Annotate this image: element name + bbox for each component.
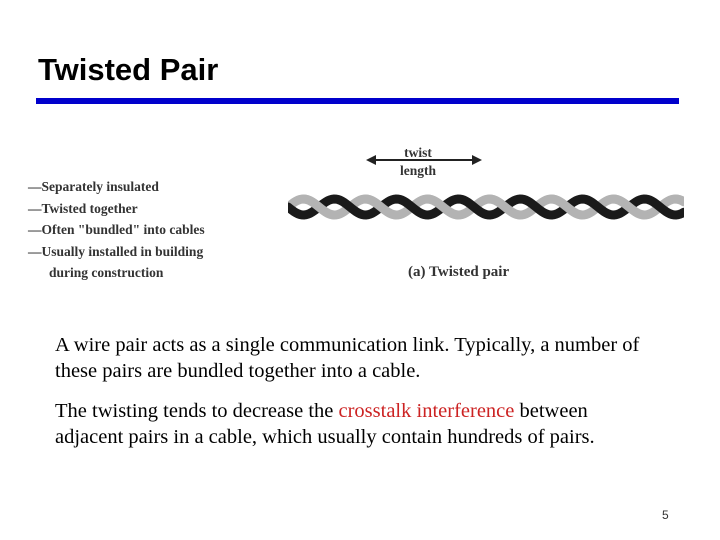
page-number: 5: [662, 508, 669, 522]
slide-title: Twisted Pair: [38, 52, 219, 87]
grey-wire-strand-front: [299, 194, 684, 220]
figure-caption: (a) Twisted pair: [408, 264, 510, 280]
double-arrow-icon: [366, 155, 482, 165]
figure-bullet: —Twisted together: [28, 200, 138, 216]
twisted-pair-figure: —Separately insulated —Twisted together …: [28, 140, 688, 300]
crosstalk-highlight: crosstalk interference: [338, 400, 515, 422]
figure-bullet-continuation: during construction: [49, 265, 164, 280]
body-paragraph: A wire pair acts as a single communicati…: [55, 334, 640, 382]
body-text-segment: The twisting tends to decrease the: [55, 400, 339, 422]
twist-length-label: twist length: [388, 144, 448, 180]
body-text: A wire pair acts as a single communicati…: [55, 332, 655, 464]
figure-bullet: —Separately insulated: [28, 179, 159, 194]
body-text-segment: between adjacent pairs in a cable, which…: [55, 400, 595, 448]
body-paragraph: The twisting tends to decrease the cross…: [55, 398, 655, 450]
figure-bullet: —Usually installed in building: [28, 243, 204, 259]
twisted-pair-cable-illustration: [288, 194, 684, 220]
twist-label-line: length: [399, 163, 436, 178]
title-rule: [36, 98, 679, 104]
black-wire-strand: [288, 194, 684, 220]
figure-bullet: —Often "bundled" into cables: [28, 222, 205, 237]
figure-bullet-list: —Separately insulated —Twisted together …: [28, 176, 205, 284]
twist-label-line: twist: [404, 145, 432, 160]
